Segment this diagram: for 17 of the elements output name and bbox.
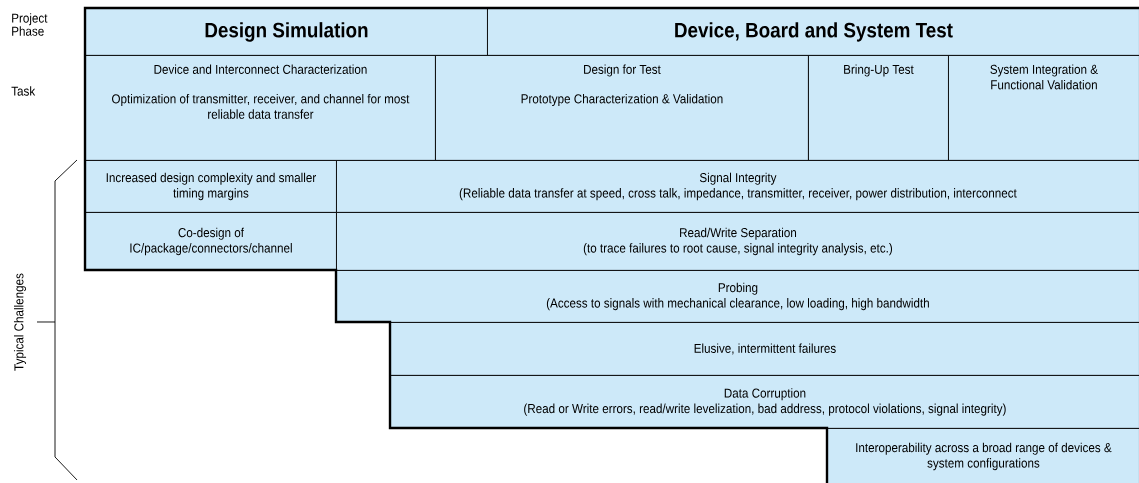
row-label: Project Phase [12,13,48,36]
challenge-cell: Elusive, intermittent failures [390,322,1139,376]
challenge-cell: Interoperability across a broad range of devices & system configurations [827,428,1139,483]
node-label: Read/Write Separation [680,227,797,240]
row-label: Task [11,86,36,96]
node-label: Device, Board and System Test [675,22,953,42]
task-cell: System Integration & Functional Validation [948,55,1139,161]
task-cell: Bring-Up Test [808,55,949,161]
challenge-cell: Increased design complexity and smaller timing margins [85,160,337,213]
challenge-cell: Probing (Access to signals with mechanical clearance, low loading, high bandwidth [336,270,1139,323]
node-label: (to trace failures to root cause, signal integrity analysis, etc.) [583,243,893,256]
node-label: (Reliable data transfer at speed, cross talk, impedance, transmitter, receiver, power distribution, interconnect [459,188,1017,201]
bracket-label: Typical Challenges [13,273,27,371]
challenge-cell: Co-design of IC/package/connectors/channel [85,212,337,271]
phase-header: Design Simulation [85,8,488,56]
node-label: System Integration & Functional Validation [990,64,1098,90]
node-label: Signal Integrity [699,172,777,185]
